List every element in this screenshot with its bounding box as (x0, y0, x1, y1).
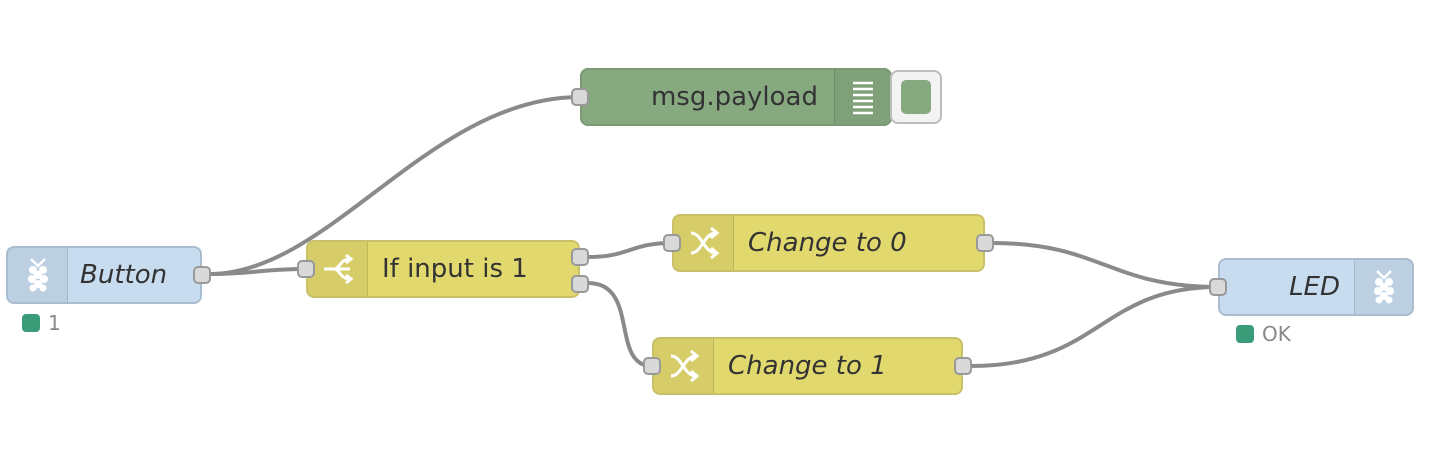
led-status-text: OK (1262, 322, 1291, 346)
change-to-0-output-port[interactable] (976, 234, 994, 252)
button-status: 1 (22, 311, 61, 335)
button-status-text: 1 (48, 311, 61, 335)
button-output-port[interactable] (193, 266, 211, 284)
wire-button-switch[interactable] (208, 267, 308, 276)
change-to-1-node[interactable]: Change to 1 (643, 337, 972, 395)
switch-output-port-1[interactable] (571, 248, 589, 266)
wire-button-debug[interactable] (208, 95, 582, 276)
change-to-0-label: Change to 0 (748, 228, 907, 258)
raspberry-pi-icon (1354, 260, 1412, 314)
debug-node-label: msg.payload (650, 82, 818, 112)
debug-toggle-indicator (901, 80, 931, 114)
led-node-label: LED (1289, 272, 1340, 302)
switch-icon (308, 242, 368, 296)
wire-change0-led[interactable] (991, 241, 1220, 289)
switch-node-label: If input is 1 (382, 254, 528, 284)
shuffle-icon (654, 339, 714, 393)
switch-input-port[interactable] (297, 260, 315, 278)
led-input-port[interactable] (1209, 278, 1227, 296)
list-lines-icon (834, 70, 890, 124)
status-indicator-icon (1236, 325, 1254, 343)
wire-switch-change1[interactable] (586, 281, 654, 368)
change-to-1-output-port[interactable] (954, 357, 972, 375)
switch-output-port-2[interactable] (571, 275, 589, 293)
debug-node[interactable]: msg.payload (571, 68, 892, 126)
change-to-0-input-port[interactable] (663, 234, 681, 252)
change-to-1-input-port[interactable] (643, 357, 661, 375)
switch-node[interactable]: If input is 1 (297, 240, 589, 298)
debug-toggle-button[interactable] (890, 70, 942, 124)
button-node-label: Button (80, 260, 168, 290)
change-to-0-node[interactable]: Change to 0 (663, 214, 994, 272)
change-to-1-label: Change to 1 (728, 351, 887, 381)
led-node[interactable]: LED (1209, 258, 1414, 316)
debug-input-port[interactable] (571, 88, 589, 106)
wire-change1-led[interactable] (969, 285, 1220, 368)
led-status: OK (1236, 322, 1291, 346)
status-indicator-icon (22, 314, 40, 332)
button-node[interactable]: Button (6, 246, 211, 304)
shuffle-icon (674, 216, 734, 270)
raspberry-pi-icon (8, 248, 68, 302)
wire-switch-change0[interactable] (586, 241, 674, 259)
